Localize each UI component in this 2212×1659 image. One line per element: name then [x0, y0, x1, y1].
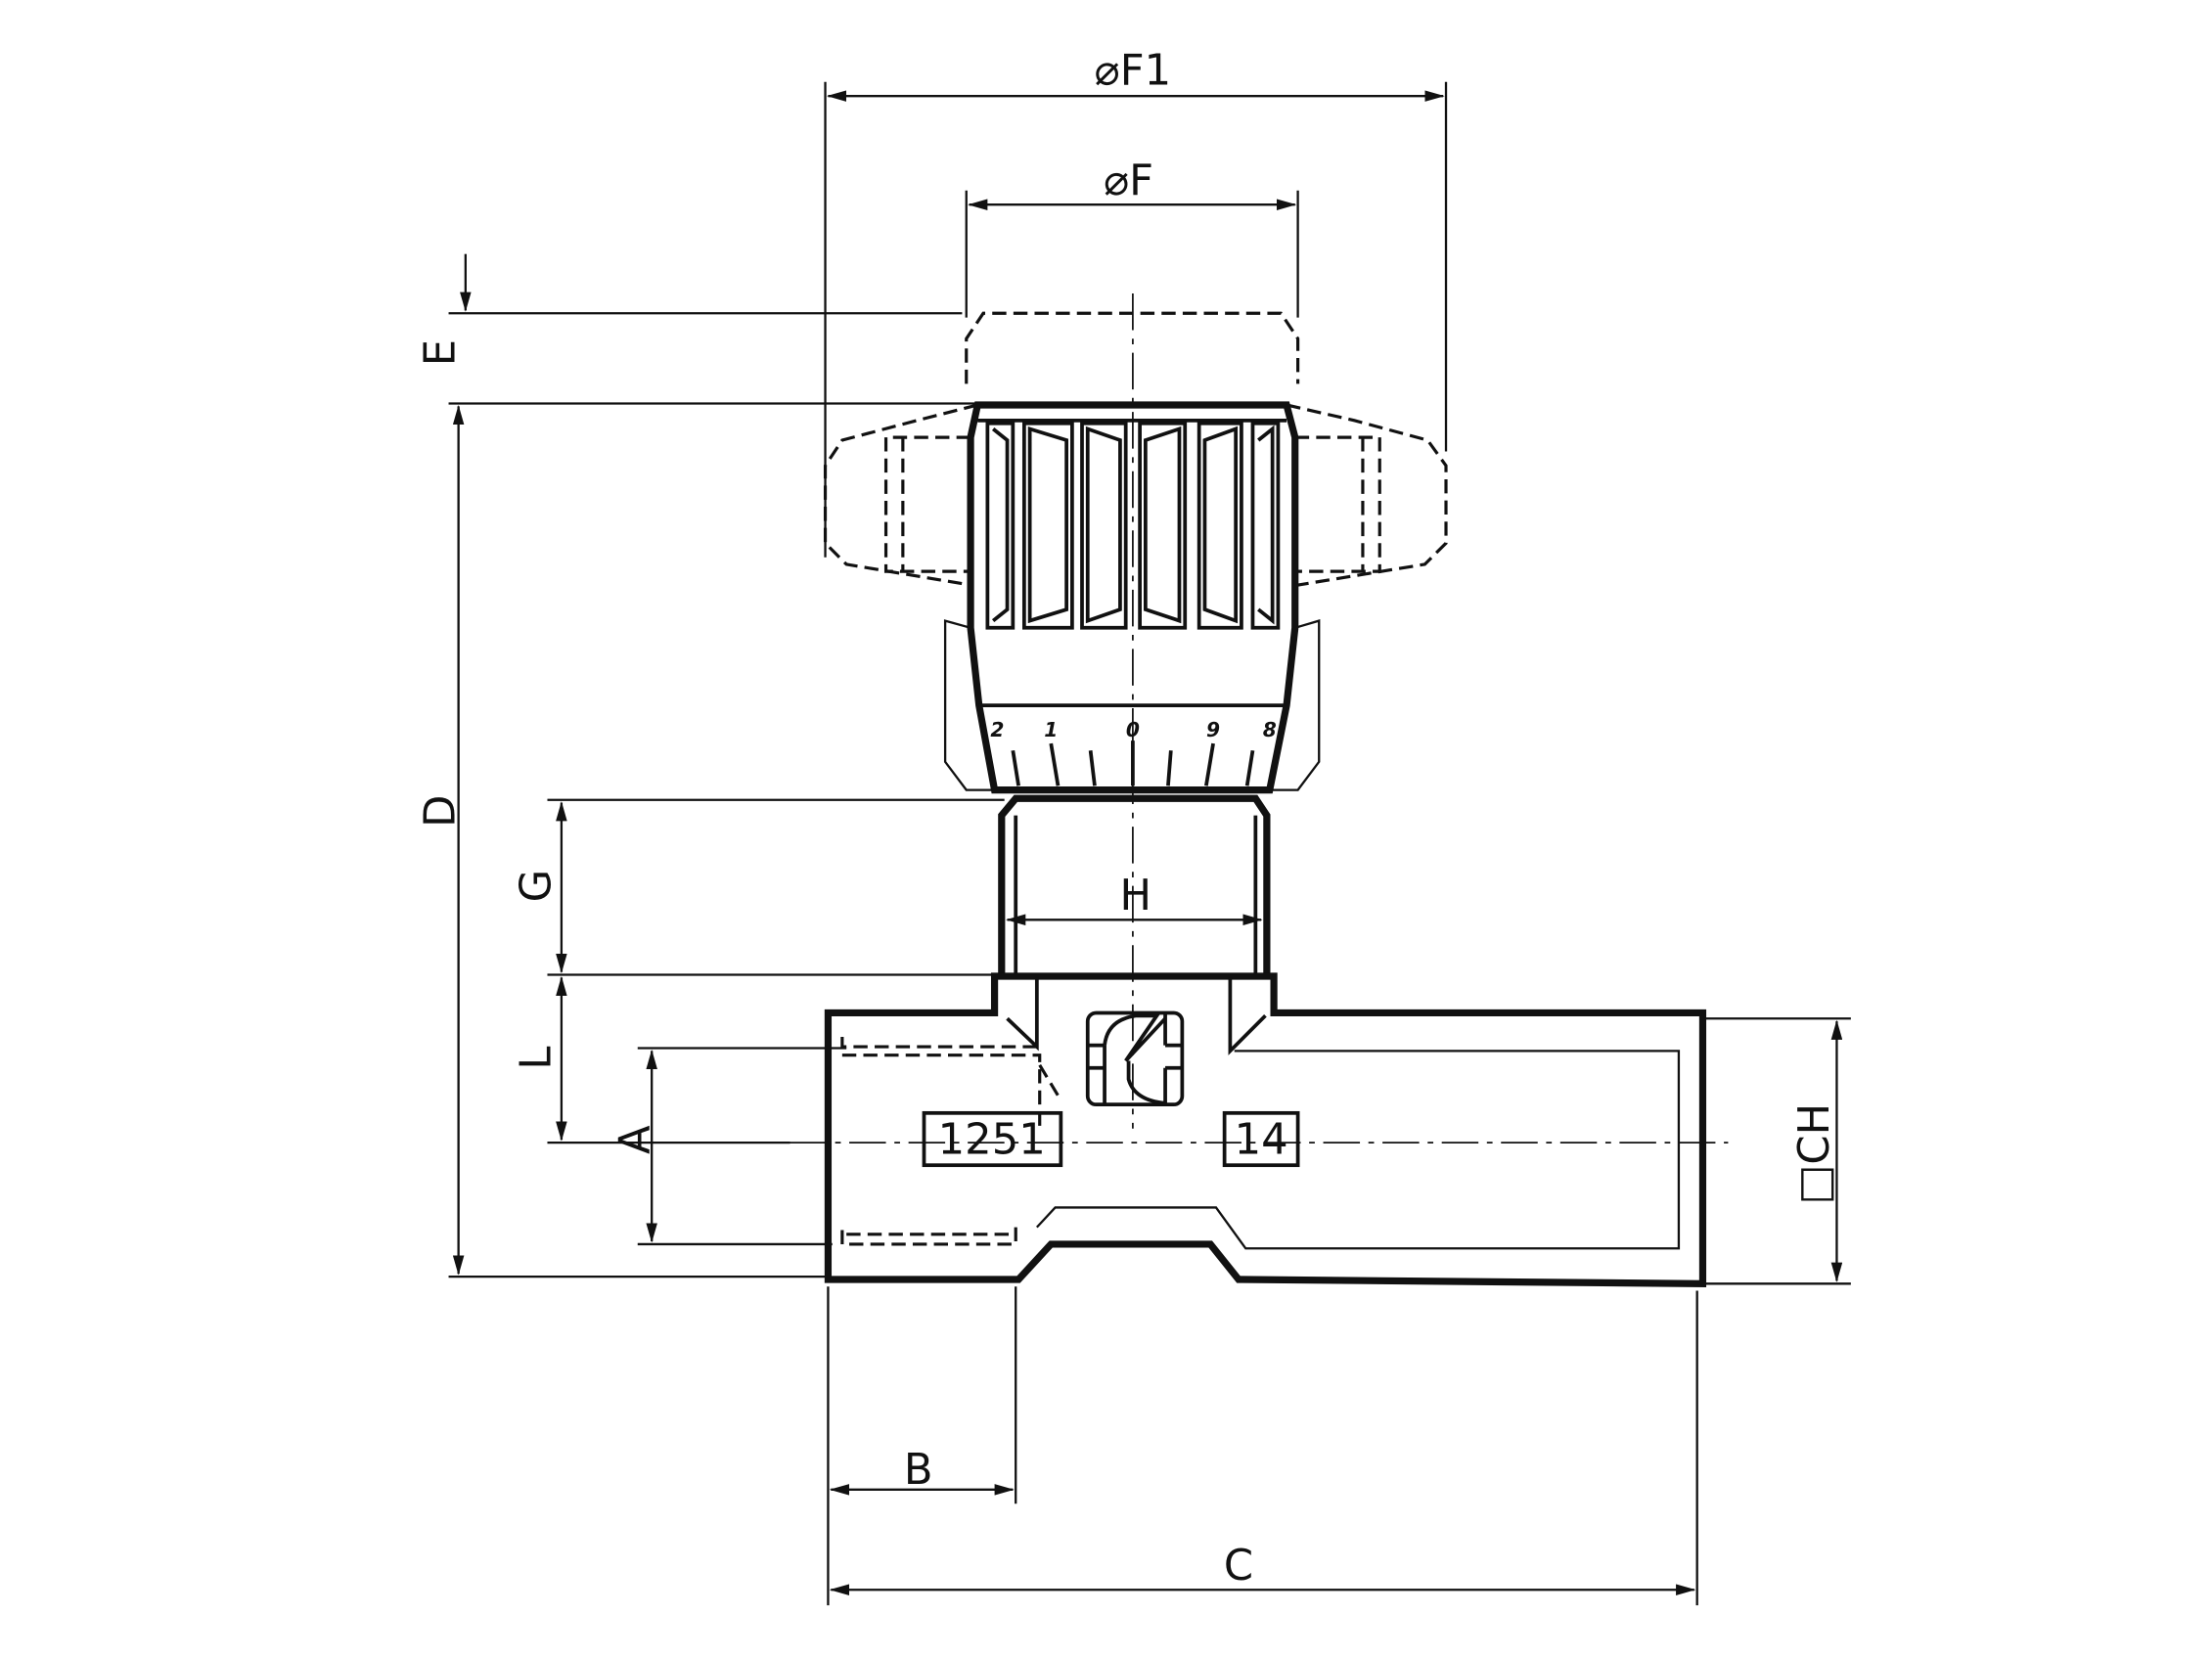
dim-label-d: D	[416, 795, 465, 828]
dim-label-a: A	[610, 1125, 659, 1154]
dial-number: 0	[1126, 718, 1140, 741]
stem-nut	[998, 794, 1271, 976]
dial-number: 8	[1263, 718, 1277, 741]
manufacturer-logo-icon	[1085, 1010, 1185, 1107]
knob-ribs	[985, 421, 1281, 630]
knob[interactable]: 2 1 0 9 8	[967, 401, 1299, 794]
extension-lines	[448, 81, 1851, 1606]
dim-label-b: B	[904, 1446, 933, 1495]
dim-label-f: ⌀F	[1104, 157, 1153, 205]
size-marking: 14	[1222, 1110, 1300, 1168]
dim-label-e: E	[416, 339, 465, 366]
dial-scale: 2 1 0 9 8	[990, 718, 1277, 786]
dim-label-h: H	[1120, 872, 1152, 920]
dim-label-f1: ⌀F1	[1095, 47, 1171, 96]
dial-number: 1	[1044, 718, 1058, 741]
valve-body	[824, 972, 1707, 1287]
dim-label-l: L	[512, 1047, 561, 1070]
dial-number: 9	[1206, 718, 1220, 741]
model-number: 1251	[938, 1116, 1046, 1165]
dim-label-g: G	[512, 870, 561, 903]
handle-wings	[823, 403, 1448, 791]
dim-label-ch: □CH	[1790, 1103, 1839, 1205]
dial-number: 2	[990, 718, 1004, 741]
model-marking: 1251	[922, 1110, 1063, 1168]
dim-label-c: C	[1224, 1542, 1253, 1591]
dimension-lines	[452, 90, 1843, 1595]
size-number: 14	[1235, 1116, 1288, 1165]
knob-raised-outline	[965, 311, 1300, 384]
